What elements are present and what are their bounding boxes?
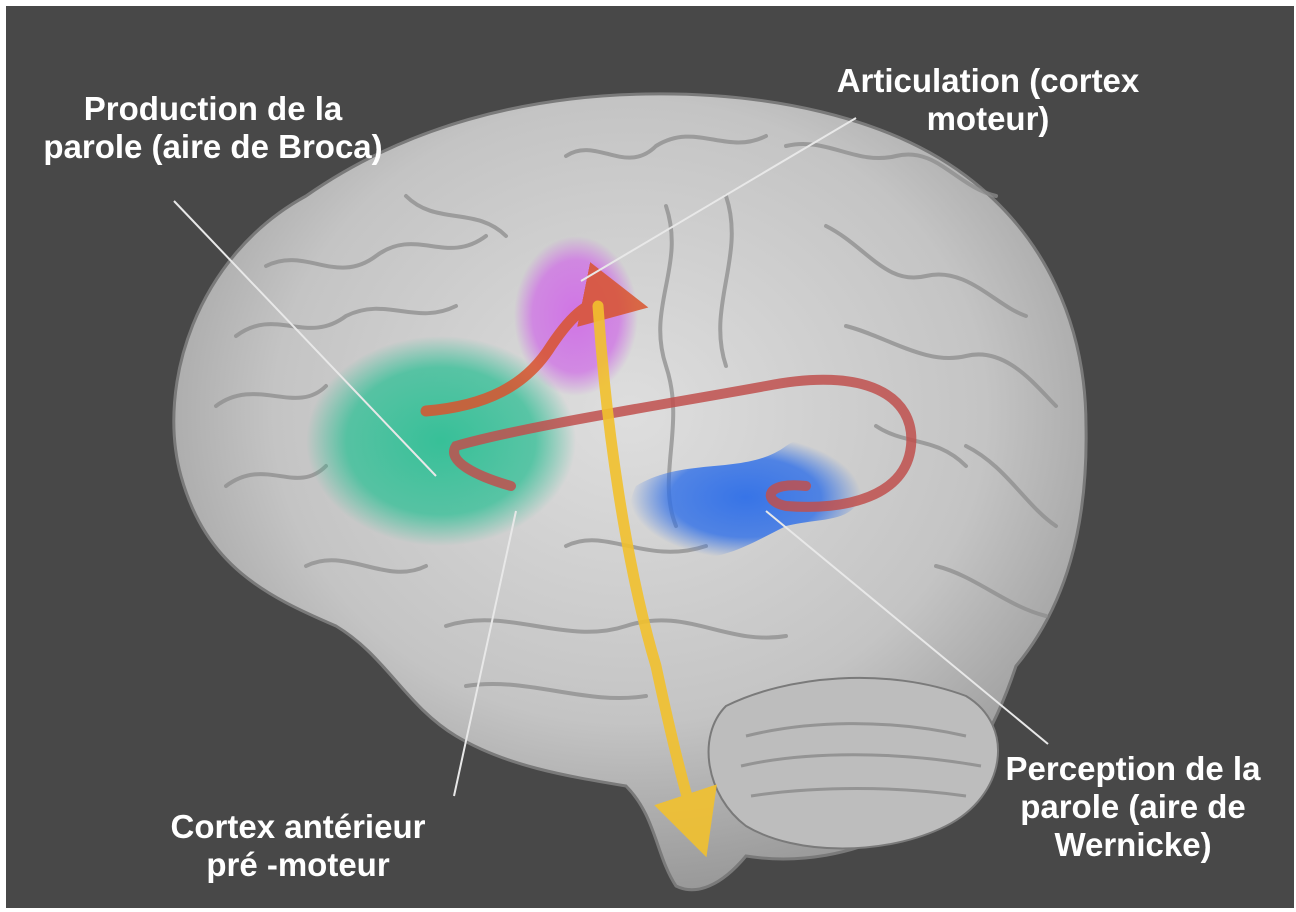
wernicke-area-label: Perception de la parole (aire de Wernick…	[978, 750, 1288, 864]
wernicke-label-line1: Perception de la	[978, 750, 1288, 788]
broca-label-line2: parole (aire de Broca)	[18, 128, 408, 166]
wernicke-label-line3: Wernicke)	[978, 826, 1288, 864]
wernicke-label-line2: parole (aire de	[978, 788, 1288, 826]
motor-label-line1: Articulation (cortex	[788, 62, 1188, 100]
broca-area-label: Production de la parole (aire de Broca)	[18, 90, 408, 166]
broca-label-line1: Production de la	[18, 90, 408, 128]
diagram-canvas: Production de la parole (aire de Broca) …	[6, 6, 1294, 908]
premotor-cortex-label: Cortex antérieur pré -moteur	[138, 808, 458, 884]
premotor-label-line1: Cortex antérieur	[138, 808, 458, 846]
brain-surface	[174, 94, 1086, 890]
motor-label-line2: moteur)	[788, 100, 1188, 138]
premotor-label-line2: pré -moteur	[138, 846, 458, 884]
motor-cortex-label: Articulation (cortex moteur)	[788, 62, 1188, 138]
